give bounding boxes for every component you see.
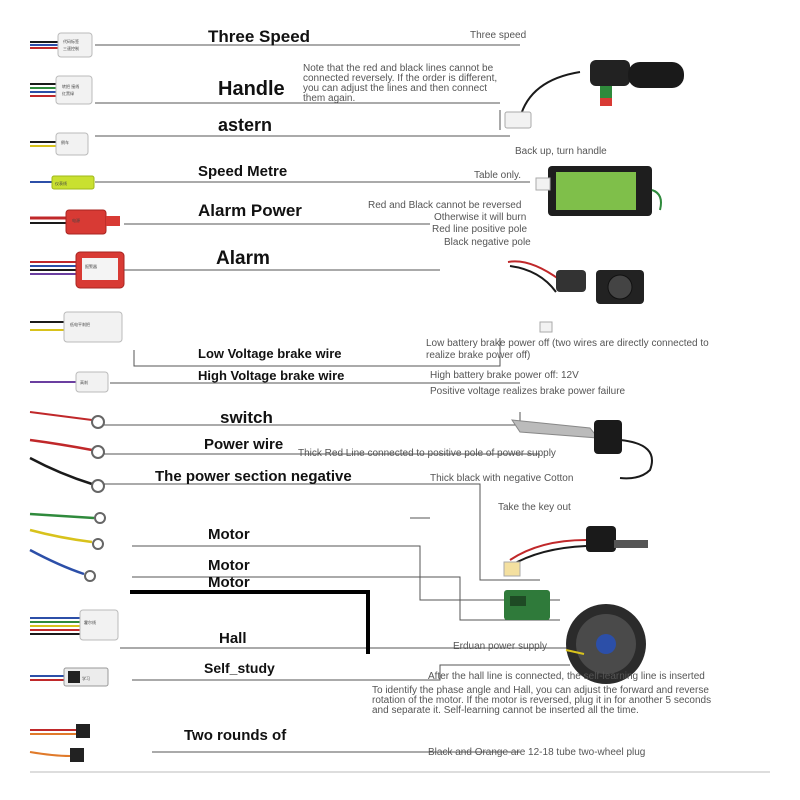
svg-text:realize brake power off): realize brake power off) [426, 350, 530, 361]
note-low-battery-brake: Low battery brake power off (two wires a… [426, 338, 709, 361]
svg-text:霍尔线: 霍尔线 [84, 619, 96, 625]
note-back-up-turn-handle: Back up, turn handle [515, 146, 607, 157]
connector-speed-metre: 仪表线 [30, 175, 95, 190]
brake-lever-image [510, 419, 653, 480]
svg-text:低电平刹把: 低电平刹把 [70, 321, 90, 327]
svg-text:仪表线: 仪表线 [55, 180, 67, 186]
svg-text:Note that the red and black li: Note that the red and black lines cannot… [303, 63, 494, 74]
label-handle: Handle [218, 78, 285, 100]
label-hall: Hall [219, 630, 247, 647]
note-thick-red: Thick Red Line connected to positive pol… [298, 448, 556, 459]
hub-motor-image [565, 604, 646, 684]
wire-power-negative [29, 456, 105, 493]
thick-motor-bus [130, 590, 370, 654]
note-take-key-out: Take the key out [498, 502, 571, 513]
power-supply-image [504, 590, 550, 620]
svg-text:红黑绿: 红黑绿 [62, 90, 74, 96]
svg-text:高刹: 高刹 [80, 379, 88, 385]
svg-text:To identify the phase angle an: To identify the phase angle and Hall, yo… [372, 685, 709, 696]
note-erduan-power: Erduan power supply [453, 641, 547, 652]
svg-text:High battery brake power off:: High battery brake power off: 12V [430, 370, 579, 381]
alarm-unit-image [507, 260, 644, 333]
svg-text:and separate it. Self-learning: and separate it. Self-learning cannot be… [372, 705, 639, 716]
connector-self-study: 学习 [30, 667, 109, 687]
connector-alarm-power: 电源 [30, 209, 120, 235]
connector-astern: 倒车 [30, 132, 89, 156]
wire-motor-1 [29, 512, 106, 524]
label-motor-1: Motor [208, 526, 250, 543]
label-motor-2: Motor [208, 557, 250, 574]
wire-switch [29, 411, 105, 429]
label-alarm: Alarm [216, 248, 270, 269]
label-speed-metre: Speed Metre [198, 163, 287, 180]
wire-motor-2 [29, 528, 104, 550]
note-thick-black: Thick black with negative Cotton [430, 473, 573, 484]
note-phase-angle: To identify the phase angle and Hall, yo… [372, 685, 711, 716]
label-three-speed: Three Speed [208, 27, 310, 46]
svg-text:代码标签: 代码标签 [63, 38, 79, 44]
note-table-only: Table only. [474, 170, 521, 181]
wire-motor-3 [29, 548, 96, 582]
connector-alarm: 报警器 [30, 251, 125, 289]
label-high-voltage-brake: High Voltage brake wire [198, 368, 344, 383]
speed-meter-image [535, 166, 662, 216]
label-alarm-power: Alarm Power [198, 201, 302, 220]
svg-text:them again.: them again. [303, 93, 355, 104]
svg-text:学习: 学习 [82, 675, 90, 681]
key-switch-image [503, 526, 648, 577]
svg-text:Red and Black cannot be revers: Red and Black cannot be reversed [368, 200, 521, 211]
svg-text:转把 接线: 转把 接线 [62, 83, 79, 89]
svg-text:Otherwise it will burn: Otherwise it will burn [434, 212, 526, 223]
note-handle-warning: Note that the red and black lines cannot… [303, 63, 497, 104]
note-two-wheel-plug: Black and Orange are 12-18 tube two-whee… [428, 747, 645, 758]
svg-text:Low battery brake power off (t: Low battery brake power off (two wires a… [426, 338, 709, 349]
svg-text:you can adjust the lines and t: you can adjust the lines and then connec… [303, 83, 487, 94]
note-self-learning: After the hall line is connected, the se… [428, 671, 705, 682]
note-alarm-power: Red and Black cannot be reversed Otherwi… [368, 200, 531, 248]
label-low-voltage-brake: Low Voltage brake wire [198, 346, 342, 361]
label-self-study: Self_study [204, 660, 275, 676]
label-switch: switch [220, 408, 273, 427]
note-three-speed: Three speed [470, 30, 526, 41]
svg-text:Positive voltage realizes brak: Positive voltage realizes brake power fa… [430, 386, 626, 397]
note-high-battery-brake: High battery brake power off: 12V Positi… [430, 370, 626, 397]
label-motor-3: Motor [208, 574, 250, 591]
label-power-negative: The power section negative [155, 468, 352, 485]
svg-text:报警器: 报警器 [85, 263, 97, 269]
svg-text:rotation of the motor. If the: rotation of the motor. If the motor is r… [372, 695, 711, 706]
label-two-rounds: Two rounds of [184, 727, 287, 744]
label-power-wire: Power wire [204, 436, 283, 453]
connector-low-voltage-brake: 低电平刹把 [30, 311, 123, 343]
wire-power-positive [29, 438, 105, 459]
svg-text:三速控制: 三速控制 [63, 45, 79, 51]
svg-text:Red line positive pole: Red line positive pole [432, 224, 527, 235]
connector-high-voltage-brake: 高刹 [30, 371, 109, 393]
svg-text:connected reversely. If the or: connected reversely. If the order is dif… [303, 73, 497, 84]
connector-hall: 霍尔线 [30, 609, 119, 641]
svg-text:Black negative pole: Black negative pole [444, 237, 531, 248]
svg-text:倒车: 倒车 [61, 139, 69, 145]
label-astern: astern [218, 115, 272, 135]
connector-two-rounds [29, 724, 90, 762]
svg-text:电源: 电源 [72, 217, 80, 223]
throttle-handle-image [504, 60, 684, 129]
